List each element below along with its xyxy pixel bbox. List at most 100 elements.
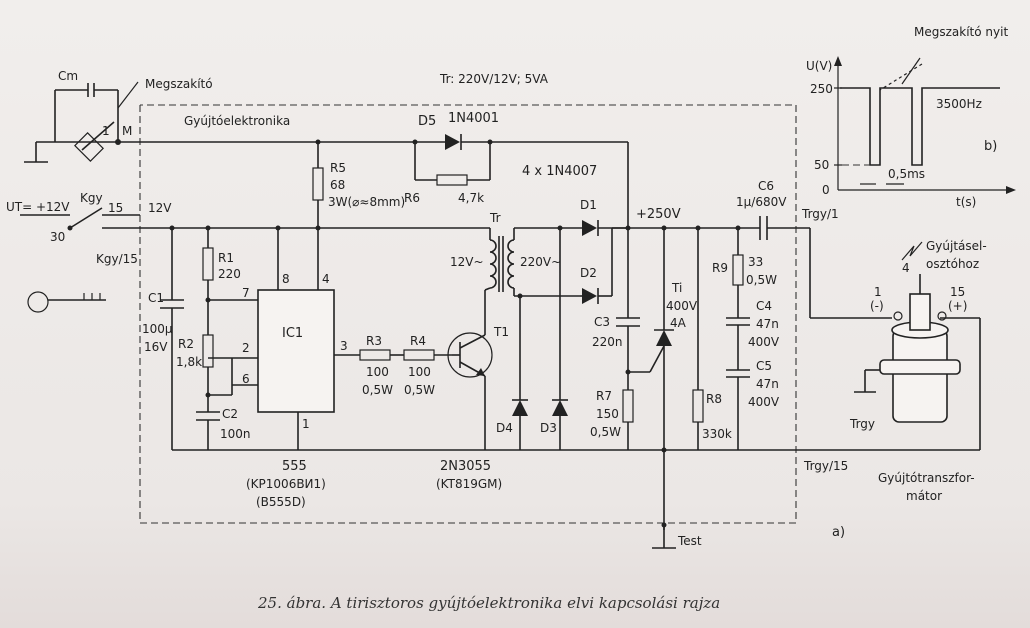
label-d5: D5 <box>418 114 436 129</box>
label-dist2: osztóhoz <box>926 257 979 271</box>
label-ic-pin8: 8 <box>282 272 290 286</box>
label-r2: R2 <box>178 337 194 351</box>
label-ic-type: 555 <box>282 459 307 474</box>
label-c5-voltage: 400V <box>748 395 780 409</box>
resistor-r8 <box>692 228 704 450</box>
label-c1-voltage: 16V <box>144 340 168 354</box>
label-c1-value: 100µ <box>142 322 173 336</box>
label-wave-freq: 3500Hz <box>936 97 982 111</box>
label-tr-primary: 12V~ <box>450 255 484 269</box>
bridge-rectifier <box>512 220 628 450</box>
label-t1-type: 2N3055 <box>440 459 491 474</box>
label-r9-value: 33 <box>748 255 763 269</box>
resistor-r3 <box>359 349 404 361</box>
label-coil-t15s: (+) <box>948 299 967 313</box>
label-d2: D2 <box>580 266 597 280</box>
label-coil-2: mátor <box>906 489 942 503</box>
label-ic-pin3: 3 <box>340 339 348 353</box>
label-dist1: Gyújtásel- <box>926 239 987 253</box>
diode-d5 <box>412 134 628 186</box>
label-r5-power: 3W(⌀≈8mm) <box>328 195 405 209</box>
label-hv: +250V <box>636 207 681 222</box>
label-ut: UT= +12V <box>6 200 70 214</box>
label-r1-value: 220 <box>218 267 241 281</box>
label-tr: Tr <box>489 211 501 225</box>
label-wave-pulse: 0,5ms <box>888 167 925 181</box>
transformer-tr <box>484 227 580 297</box>
resistor-r7 <box>622 389 634 450</box>
label-wave-tick-250: 250 <box>810 82 833 96</box>
label-r3-power: 0,5W <box>362 383 393 397</box>
label-d5-type: 1N4001 <box>448 111 499 126</box>
label-c2: C2 <box>222 407 238 421</box>
label-c5: C5 <box>756 359 772 373</box>
label-ic-pin2: 2 <box>242 341 250 355</box>
label-d3: D3 <box>540 421 557 435</box>
label-r3-value: 100 <box>366 365 389 379</box>
thyristor-ti <box>649 228 676 549</box>
label-r5-value: 68 <box>330 178 345 192</box>
label-c4: C4 <box>756 299 772 313</box>
resistor-r2 <box>202 334 258 412</box>
label-ic1: IC1 <box>282 326 303 341</box>
label-r8-value: 330k <box>702 427 732 441</box>
label-trgy15: Trgy/15 <box>803 459 848 473</box>
label-r5: R5 <box>330 161 346 175</box>
enclosure-border <box>139 104 797 524</box>
resistor-r4 <box>403 349 452 361</box>
label-r6: R6 <box>404 191 420 205</box>
label-c5-value: 47n <box>756 377 779 391</box>
ignition-coil <box>854 241 961 423</box>
label-tr-secondary: 220V~ <box>520 255 561 269</box>
label-breaker: Megszakító <box>145 77 213 91</box>
label-panel-b: b) <box>984 139 997 154</box>
label-coil-name: Trgy <box>849 417 875 431</box>
label-r9-power: 0,5W <box>746 273 777 287</box>
figure-caption: 25. ábra. A tirisztoros gyújtóelektronik… <box>257 594 720 612</box>
label-cm: Cm <box>58 69 78 83</box>
label-ic-type3: (B555D) <box>256 495 306 509</box>
label-breaker-1: 1 <box>102 124 110 138</box>
resistor-r1 <box>202 228 258 335</box>
label-r9: R9 <box>712 261 728 275</box>
label-c1: C1 <box>148 291 164 305</box>
label-ic-pin7: 7 <box>242 286 250 300</box>
label-kgy: Kgy <box>80 191 103 205</box>
label-test: Test <box>677 534 702 548</box>
label-t1-type2: (KT819GM) <box>436 477 502 491</box>
label-coil-t4: 4 <box>902 261 910 275</box>
label-r4: R4 <box>410 334 426 348</box>
capacitor-c6 <box>759 216 981 450</box>
label-ic-pin6: 6 <box>242 372 250 386</box>
label-d1: D1 <box>580 198 597 212</box>
label-r6-value: 4,7k <box>458 191 484 205</box>
label-ti-current: 4A <box>670 316 687 330</box>
label-r7-power: 0,5W <box>590 425 621 439</box>
label-coil-t1s: (-) <box>870 299 884 313</box>
capacitor-c2 <box>196 411 220 450</box>
label-d4: D4 <box>496 421 513 435</box>
label-c2-value: 100n <box>220 427 251 441</box>
label-r2-value: 1,8k <box>176 355 202 369</box>
capacitor-c3 <box>616 317 650 390</box>
breaker-switch <box>24 81 140 163</box>
label-c3: C3 <box>594 315 610 329</box>
label-node-m: M <box>122 124 132 138</box>
ic1-555 <box>257 228 360 450</box>
label-c6-value: 1µ/680V <box>736 195 787 209</box>
label-ti: Ti <box>671 281 682 295</box>
label-t1: T1 <box>493 325 509 339</box>
label-panel-a: a) <box>832 525 845 540</box>
transistor-t1 <box>447 290 493 450</box>
label-coil-t15: 15 <box>950 285 965 299</box>
label-r7: R7 <box>596 389 612 403</box>
label-r3: R3 <box>366 334 382 348</box>
label-trgy1: Trgy/1 <box>801 207 839 221</box>
label-kgy15: Kgy/15 <box>96 252 138 266</box>
label-wave-ylabel: U(V) <box>806 59 832 73</box>
label-ic-type2: (KP1006BИ1) <box>246 477 326 491</box>
snubber-r9-c4-c5 <box>726 228 750 450</box>
label-wave-tick-50: 50 <box>814 158 829 172</box>
